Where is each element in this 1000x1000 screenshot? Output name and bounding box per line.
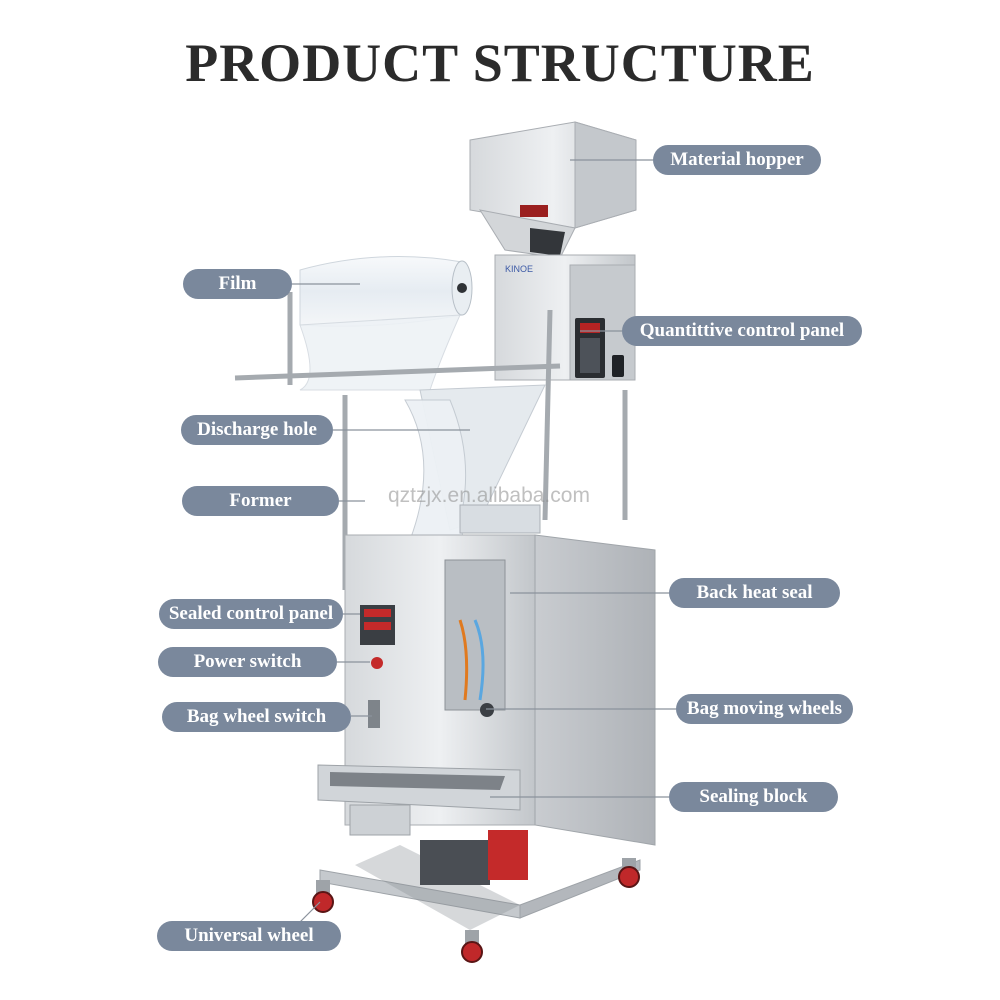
upper-machine-head: KINOE (494, 254, 636, 381)
sealing-tray (317, 764, 521, 836)
label-power-switch: Power switch (158, 647, 337, 677)
svg-text:KINOE: KINOE (505, 264, 533, 274)
page-title: PRODUCT STRUCTURE (185, 33, 815, 93)
label-universal-wheel: Universal wheel (157, 921, 341, 951)
label-bag-moving-wheels: Bag moving wheels (676, 694, 853, 724)
label-former: Former (182, 486, 339, 516)
label-discharge-hole: Discharge hole (181, 415, 333, 445)
watermark-text: qztzjx.en.alibaba.com (388, 484, 590, 507)
label-material-hopper: Material hopper (653, 145, 821, 175)
label-sealing-block: Sealing block (669, 782, 838, 812)
label-film: Film (183, 269, 292, 299)
label-sealed-control-panel: Sealed control panel (159, 599, 343, 629)
label-back-heat-seal: Back heat seal (669, 578, 840, 608)
label-quantitive-control-panel: Quantittive control panel (622, 316, 862, 346)
universal-wheel-shapes (312, 858, 640, 963)
base-frame (319, 830, 641, 930)
label-bag-wheel-switch: Bag wheel switch (162, 702, 351, 732)
material-hopper-shape (469, 121, 637, 259)
leader-lines (292, 159, 676, 923)
